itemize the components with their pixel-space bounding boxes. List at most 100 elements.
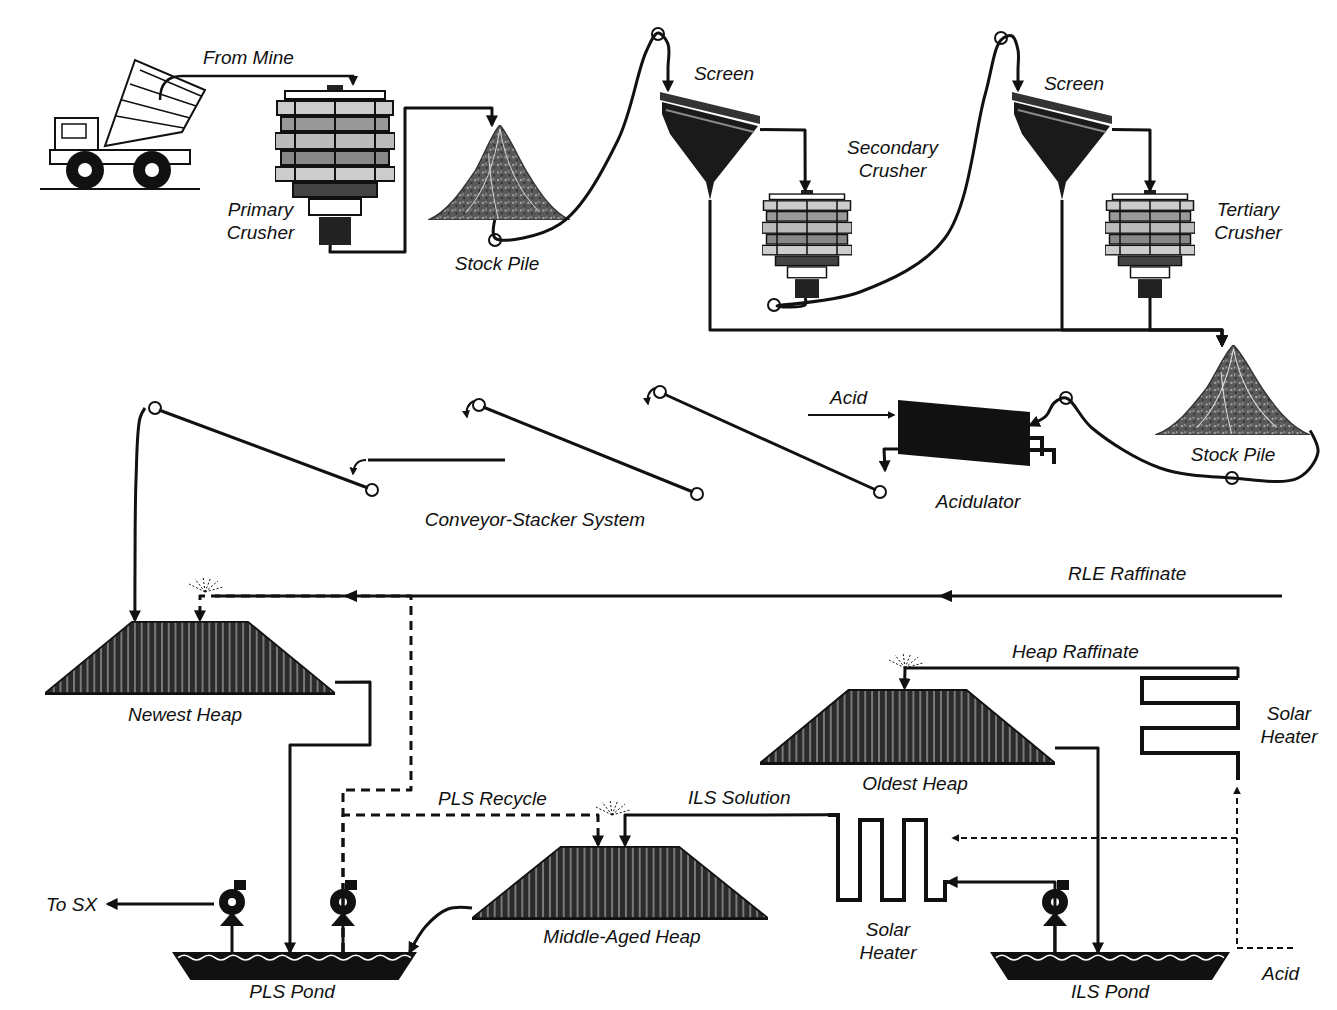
acid-dosing-line	[953, 788, 1293, 948]
haul-truck	[133, 151, 171, 189]
label-slot: Screen	[688, 62, 760, 85]
sprinkler-spray	[189, 576, 223, 592]
equipment-label: Solar Heater	[843, 918, 933, 964]
label-slot: To SX	[43, 893, 100, 916]
flow-line	[1030, 398, 1318, 482]
equipment-label: Conveyor-Stacker System	[410, 508, 660, 531]
screen-symbol	[1012, 92, 1112, 200]
equipment-label: Oldest Heap	[850, 772, 980, 795]
leach-heap-symbol	[472, 847, 768, 919]
stream-label: Acid	[827, 386, 870, 409]
label-slot: Tertiary Crusher	[1203, 198, 1293, 244]
solar-heater-coil	[828, 815, 948, 900]
flow-line	[330, 108, 492, 252]
equipment-label: Solar Heater	[1246, 702, 1332, 748]
to-sx-line	[108, 903, 214, 906]
equipment-node: PLS Pond	[172, 952, 417, 980]
equipment-node: Solar Heater	[1140, 678, 1240, 783]
equipment-label: Stock Pile	[1183, 443, 1283, 466]
flow-line	[410, 907, 472, 952]
equipment-node: Oldest Heap	[760, 688, 1055, 765]
stacker-conveyor	[353, 460, 366, 474]
haul-truck	[116, 70, 201, 128]
label-slot: Conveyor-Stacker System	[410, 508, 660, 531]
haul-truck	[55, 118, 98, 150]
flow-line	[1062, 200, 1222, 345]
flow-line	[1112, 130, 1150, 190]
equipment-label: Screen	[1038, 72, 1110, 95]
acidulator-drum	[898, 400, 1030, 466]
flow-line	[625, 815, 828, 845]
stacker-conveyor	[648, 388, 655, 404]
label-slot: Heap Raffinate	[1009, 640, 1142, 663]
stacker-conveyor	[483, 407, 693, 492]
haul-truck	[66, 151, 104, 189]
acid-dosing-line	[953, 837, 1237, 839]
leach-heap-symbol	[45, 622, 335, 694]
equipment-node: Screen	[660, 90, 760, 200]
equipment-node: Stock Pile	[1155, 345, 1310, 435]
equipment-label: Stock Pile	[442, 252, 552, 275]
label-slot: Stock Pile	[1183, 443, 1283, 466]
sprinkler-spray	[889, 652, 923, 668]
pump-symbol	[219, 880, 1069, 952]
equipment-node: Solar Heater	[828, 812, 948, 907]
flow-label: PLS Recycle	[435, 787, 550, 810]
haul-truck	[62, 124, 86, 138]
flow-line	[200, 596, 411, 952]
flow-line	[905, 668, 1238, 688]
raffinate-line	[215, 590, 1282, 602]
label-slot: Middle-Aged Heap	[527, 925, 717, 948]
raffinate-line	[343, 590, 952, 602]
leach-heap-symbol	[45, 622, 1055, 919]
conveyor-pulley	[366, 484, 378, 496]
crusher-symbol	[275, 85, 395, 245]
screen-symbol	[660, 92, 760, 200]
stream-label: Acid	[1259, 962, 1302, 985]
equipment-label: ILS Pond	[1050, 980, 1170, 1003]
label-slot: Stock Pile	[442, 252, 552, 275]
raffinate-line	[215, 595, 1282, 598]
crusher-symbol	[762, 190, 852, 298]
flow-line	[710, 200, 1222, 345]
flow-label: Heap Raffinate	[1009, 640, 1142, 663]
equipment-node: Conveyor-Stacker System	[145, 385, 885, 500]
conveyor-pulley	[874, 486, 886, 498]
conveyor-pulley	[473, 399, 485, 411]
flow-line	[884, 449, 898, 470]
leach-heap-symbol	[760, 690, 1055, 764]
stacker-conveyor	[467, 401, 474, 417]
label-slot: Solar Heater	[843, 918, 933, 964]
label-slot: Acid	[1259, 962, 1302, 985]
stream-label: RLE Raffinate	[1065, 562, 1189, 585]
flow-line	[135, 408, 145, 620]
flow-line	[493, 33, 669, 240]
label-slot: RLE Raffinate	[1065, 562, 1189, 585]
equipment-label: PLS Pond	[232, 980, 352, 1003]
flow-line	[1055, 748, 1098, 952]
stacker-conveyor	[159, 410, 368, 488]
conveyor-pulley	[654, 386, 666, 398]
label-slot: Primary Crusher	[213, 198, 308, 244]
solution-pond-symbol	[990, 952, 1230, 980]
flow-line	[290, 682, 370, 952]
label-slot: ILS Solution	[685, 786, 793, 809]
stacker-conveyor	[159, 388, 876, 492]
conveyor-pulley	[149, 28, 1238, 500]
label-slot: Screen	[1038, 72, 1110, 95]
pump-symbol	[219, 880, 246, 952]
equipment-label: Newest Heap	[115, 703, 255, 726]
label-slot: Oldest Heap	[850, 772, 980, 795]
acidulator-drum	[898, 400, 1054, 466]
flow-line	[1150, 298, 1222, 345]
equipment-node: Newest Heap	[45, 620, 335, 695]
stream-label: To SX	[43, 893, 100, 916]
flow-line	[948, 882, 1055, 952]
label-slot: PLS Pond	[232, 980, 352, 1003]
label-slot: Acid	[827, 386, 870, 409]
label-slot: Solar Heater	[1246, 702, 1332, 748]
sprinkler-spray	[189, 576, 923, 815]
